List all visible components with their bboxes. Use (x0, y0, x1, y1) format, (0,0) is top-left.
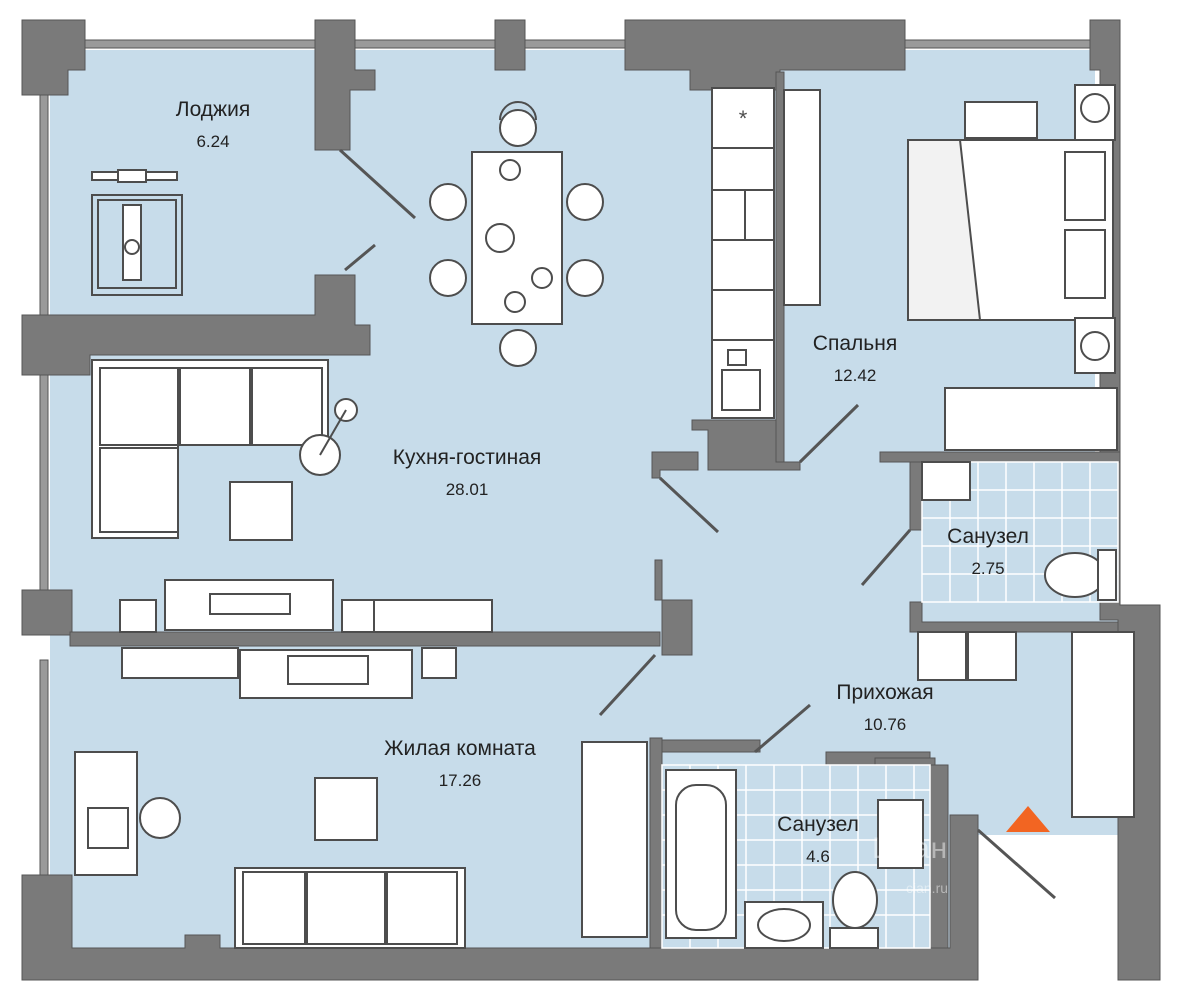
watermark-logo: Циан (872, 832, 949, 865)
entrance-triangle-icon (1006, 806, 1050, 832)
watermark-sub: cian.ru (906, 880, 949, 896)
bed-icon (907, 84, 1116, 374)
sink-small-icon (921, 461, 971, 501)
dining-table-icon (429, 101, 604, 367)
room-area: 12.42 (833, 366, 877, 385)
room-name: Лоджия (175, 98, 251, 121)
room-name: Санузел (947, 525, 1029, 548)
room-area: 2.75 (971, 559, 1005, 578)
bedroom-wardrobe-icon (944, 387, 1118, 451)
room-area: 6.24 (196, 132, 230, 151)
coffee-table-icon (229, 481, 293, 541)
room-label-bathroom-large: Санузел 4.6 (777, 813, 859, 867)
room-label-kitchen-living: Кухня-гостиная 28.01 (393, 446, 542, 500)
hallway-wardrobe-icon (1071, 631, 1135, 818)
tv-stand-living-icon (121, 647, 457, 699)
room-area: 10.76 (863, 715, 907, 734)
room-area: 17.26 (438, 771, 482, 790)
floor-lamp-icon (299, 398, 358, 476)
toilet-large-icon (832, 871, 878, 929)
sofa-icon (234, 867, 466, 949)
room-area: 28.01 (445, 480, 489, 499)
room-label-loggia: Лоджия 6.24 (176, 98, 250, 152)
desk-icon (74, 751, 181, 876)
room-label-hallway: Прихожая 10.76 (836, 681, 933, 735)
kitchen-wardrobe-icon (783, 89, 821, 306)
door-swings (338, 148, 1056, 900)
walls (21, 19, 1161, 981)
furniture: * (74, 84, 1135, 949)
room-area: 4.6 (806, 847, 830, 866)
corner-sofa-icon (91, 359, 329, 539)
kitchen-counter-icon: * (711, 87, 775, 419)
coffee-table-living-icon (314, 777, 378, 841)
room-label-living-room: Жилая комната 17.26 (384, 737, 536, 791)
room-label-bedroom: Спальня 12.42 (813, 332, 897, 386)
washing-machine-icon (917, 631, 967, 681)
dryer-icon (967, 631, 1017, 681)
toilet-small-icon (1044, 552, 1106, 598)
room-label-bathroom-small: Санузел 2.75 (947, 525, 1029, 579)
living-wardrobe-icon (581, 741, 648, 938)
room-name: Прихожая (836, 681, 934, 704)
tv-stand-icon (119, 579, 493, 633)
room-name: Спальня (812, 332, 898, 355)
room-name: Кухня-гостиная (392, 446, 542, 469)
cabinet-icon (877, 799, 924, 869)
exercise-machine-icon (91, 169, 183, 296)
room-name: Санузел (777, 813, 859, 836)
svg-text:*: * (739, 106, 748, 131)
room-name: Жилая комната (384, 737, 536, 760)
